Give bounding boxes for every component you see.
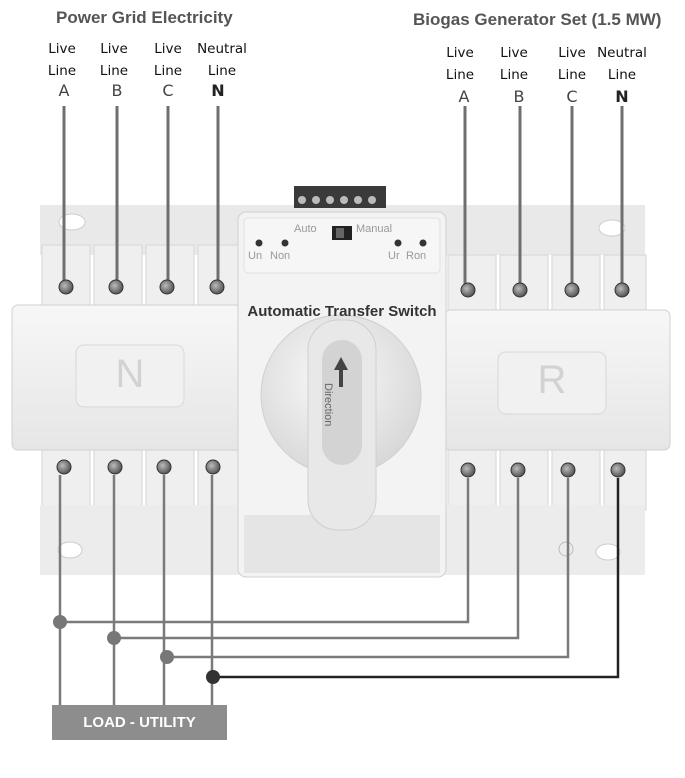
led-un bbox=[255, 239, 263, 247]
control-terminal-strip bbox=[294, 186, 386, 208]
left-source-title: Power Grid Electricity bbox=[56, 8, 233, 27]
left-phase-b: B bbox=[111, 81, 123, 100]
handle-direction-label: Direction bbox=[322, 383, 334, 427]
mode-auto-label: Auto bbox=[294, 223, 317, 235]
direction-arrow-icon bbox=[334, 357, 348, 387]
wire-junction-dots bbox=[53, 615, 220, 684]
right-phase-n: N bbox=[615, 87, 629, 106]
led-ur bbox=[394, 239, 402, 247]
right-breaker-plate bbox=[497, 351, 607, 415]
led-non bbox=[281, 239, 289, 247]
mode-manual-label: Manual bbox=[356, 223, 393, 235]
right-live-c-label: Live Line bbox=[557, 45, 587, 83]
mode-switch-slider bbox=[336, 228, 344, 238]
left-phase-c: C bbox=[162, 81, 174, 100]
led-ron bbox=[419, 239, 427, 247]
left-live-b-label: Live Line bbox=[99, 41, 129, 79]
left-neutral-label: Neutral Line bbox=[197, 41, 247, 79]
left-breaker-plate bbox=[75, 344, 185, 408]
right-live-a-label: Live Line bbox=[445, 45, 475, 83]
right-phase-a: A bbox=[458, 87, 470, 106]
indicator-non-label: Non bbox=[270, 250, 291, 262]
load-utility-box: LOAD - UTILITY bbox=[52, 705, 227, 740]
left-live-a-label: Live Line bbox=[47, 41, 77, 79]
mount-hole-right-bottom bbox=[595, 543, 621, 561]
indicator-ur-label: Ur bbox=[388, 250, 400, 262]
right-live-b-label: Live Line bbox=[499, 45, 529, 83]
right-neutral-label: Neutral Line bbox=[597, 45, 647, 83]
load-wiring bbox=[58, 475, 620, 705]
ats-title: Automatic Transfer Switch bbox=[247, 303, 437, 320]
center-top-panel bbox=[243, 217, 441, 274]
handle-groove bbox=[322, 340, 362, 465]
indicator-ron-label: Ron bbox=[406, 250, 427, 262]
mount-hole-left-bottom bbox=[57, 541, 83, 559]
left-phase-a: A bbox=[58, 81, 70, 100]
right-source-title: Biogas Generator Set (1.5 MW) bbox=[413, 10, 662, 29]
right-channel-letter: R bbox=[537, 358, 567, 402]
terminal-screws bbox=[56, 279, 630, 478]
left-live-c-label: Live Line bbox=[153, 41, 183, 79]
ground-symbol bbox=[558, 541, 574, 557]
right-phase-c: C bbox=[566, 87, 578, 106]
right-phase-b: B bbox=[513, 87, 525, 106]
left-phase-n: N bbox=[211, 81, 225, 100]
top-terminal-blocks bbox=[41, 244, 647, 311]
incoming-wires bbox=[62, 106, 624, 288]
left-channel-letter: N bbox=[115, 352, 145, 396]
mount-hole-right-top bbox=[598, 219, 626, 237]
indicator-un-label: Un bbox=[248, 250, 263, 262]
